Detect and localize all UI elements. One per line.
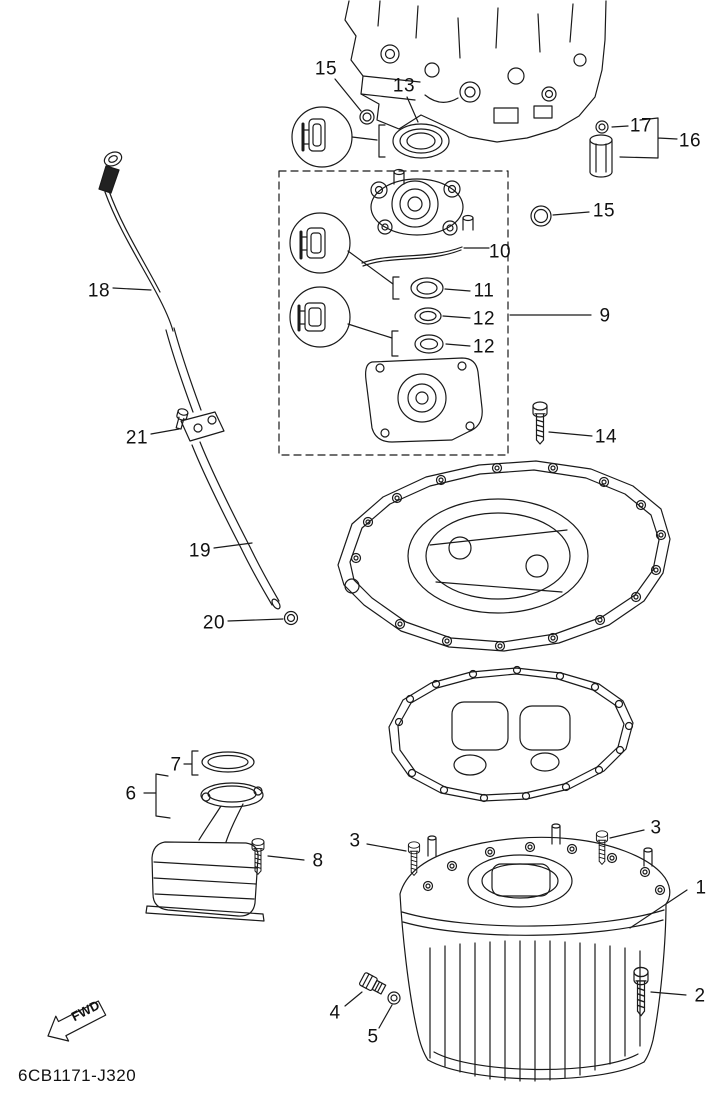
callout-15-right: 15 bbox=[592, 200, 616, 222]
callout-3-right: 3 bbox=[650, 817, 662, 839]
oil-pump-assembly-10 bbox=[361, 168, 490, 443]
callout-12-upper: 12 bbox=[472, 308, 496, 330]
callout-1: 1 bbox=[695, 877, 707, 899]
callout-8: 8 bbox=[312, 850, 324, 872]
callout-11: 11 bbox=[473, 280, 495, 302]
pan-gasket bbox=[388, 665, 634, 803]
washer-17 bbox=[595, 120, 629, 134]
oil-pan-1 bbox=[399, 823, 688, 1082]
callout-16: 16 bbox=[678, 130, 702, 152]
callout-7: 7 bbox=[170, 754, 182, 776]
callout-6: 6 bbox=[125, 783, 137, 805]
seal-13 bbox=[392, 96, 450, 159]
gasket-5 bbox=[378, 991, 401, 1029]
oil-strainer-6 bbox=[143, 773, 265, 922]
callout-4: 4 bbox=[329, 1002, 341, 1024]
engine-block bbox=[344, 0, 607, 143]
callout-13: 13 bbox=[392, 75, 416, 97]
seal-12-lower bbox=[414, 334, 471, 354]
collar-16 bbox=[589, 117, 678, 178]
callout-14: 14 bbox=[594, 426, 618, 448]
callout-20: 20 bbox=[202, 612, 226, 634]
oring-15-right bbox=[530, 205, 590, 227]
detail-circle-clip-b bbox=[289, 212, 400, 300]
assembly-box-9 bbox=[278, 170, 592, 456]
seal-11 bbox=[410, 277, 471, 299]
callout-17: 17 bbox=[629, 115, 653, 137]
callout-19: 19 bbox=[188, 540, 212, 562]
bolt-3-right bbox=[595, 829, 645, 865]
detail-circle-clip-c bbox=[289, 286, 399, 357]
bolt-2 bbox=[633, 966, 687, 1017]
detail-circle-clip-a bbox=[291, 106, 386, 168]
callout-5: 5 bbox=[367, 1026, 379, 1048]
callout-12-lower: 12 bbox=[472, 336, 496, 358]
callout-2: 2 bbox=[694, 985, 706, 1007]
ventilation-plate bbox=[337, 460, 671, 652]
tube-bracket-21 bbox=[150, 327, 225, 442]
seal-12-upper bbox=[414, 307, 471, 325]
drawing-code: 6CB1171-J320 bbox=[18, 1066, 137, 1085]
gasket-7 bbox=[183, 750, 255, 776]
callout-21: 21 bbox=[125, 427, 149, 449]
dipstick-18 bbox=[98, 151, 174, 332]
bolt-3-left bbox=[366, 841, 421, 876]
callout-18: 18 bbox=[87, 280, 111, 302]
drain-plug-4 bbox=[344, 972, 387, 1007]
oring-15-top bbox=[334, 78, 375, 125]
fwd-arrow: FWD bbox=[47, 997, 107, 1042]
callout-10: 10 bbox=[488, 241, 512, 263]
callout-15-top: 15 bbox=[314, 58, 338, 80]
oring-20 bbox=[227, 610, 299, 626]
callout-9: 9 bbox=[599, 305, 611, 327]
bolt-8 bbox=[251, 838, 305, 875]
bolt-14 bbox=[532, 401, 593, 445]
callout-3-left: 3 bbox=[349, 830, 361, 852]
dipstick-tube-19 bbox=[191, 441, 281, 610]
